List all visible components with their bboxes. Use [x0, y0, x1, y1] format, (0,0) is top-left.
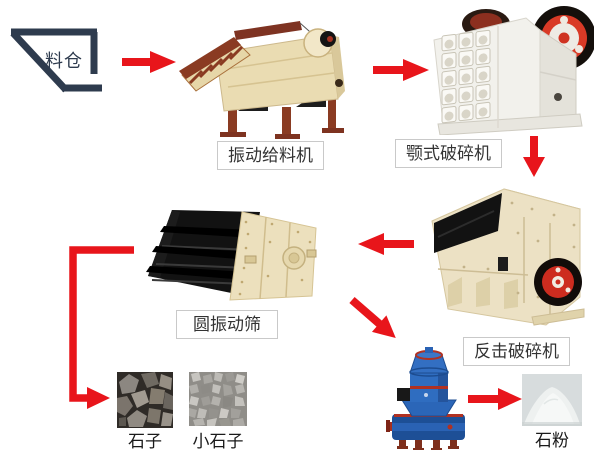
small-stone-product-image — [189, 372, 247, 426]
arrow-jaw-to-impact-crusher — [523, 136, 545, 177]
vibrating-screen-label: 圆振动筛 — [176, 310, 278, 339]
hopper-label: 料仓 — [45, 51, 83, 71]
small-stone-label: 小石子 — [192, 432, 244, 450]
hopper-shape — [10, 28, 102, 93]
jaw-crusher-label: 颚式破碎机 — [395, 139, 502, 168]
stone-powder-label: 石粉 — [535, 431, 569, 450]
arrow-feeder-to-jaw-crusher — [373, 59, 429, 81]
vibrating-feeder-illustration — [179, 21, 345, 139]
impact-crusher-label: 反击破碎机 — [463, 337, 570, 366]
arrow-mill-to-powder — [468, 388, 522, 410]
stone-powder-product-image — [522, 374, 582, 426]
grinding-mill-illustration — [386, 347, 465, 450]
impact-crusher-illustration — [431, 188, 585, 326]
arrow-impact-crusher-to-screen — [358, 233, 414, 255]
stone-label: 石子 — [128, 432, 162, 450]
arrow-hopper-to-feeder — [122, 51, 176, 73]
feeder-label: 振动给料机 — [217, 141, 324, 170]
arrow-impact-crusher-to-mill — [349, 296, 396, 339]
stone-product-image — [117, 372, 173, 428]
elbow-arrow-screen-to-stone — [69, 246, 134, 409]
vibrating-screen-illustration — [146, 210, 317, 301]
jaw-crusher-illustration — [433, 6, 594, 135]
